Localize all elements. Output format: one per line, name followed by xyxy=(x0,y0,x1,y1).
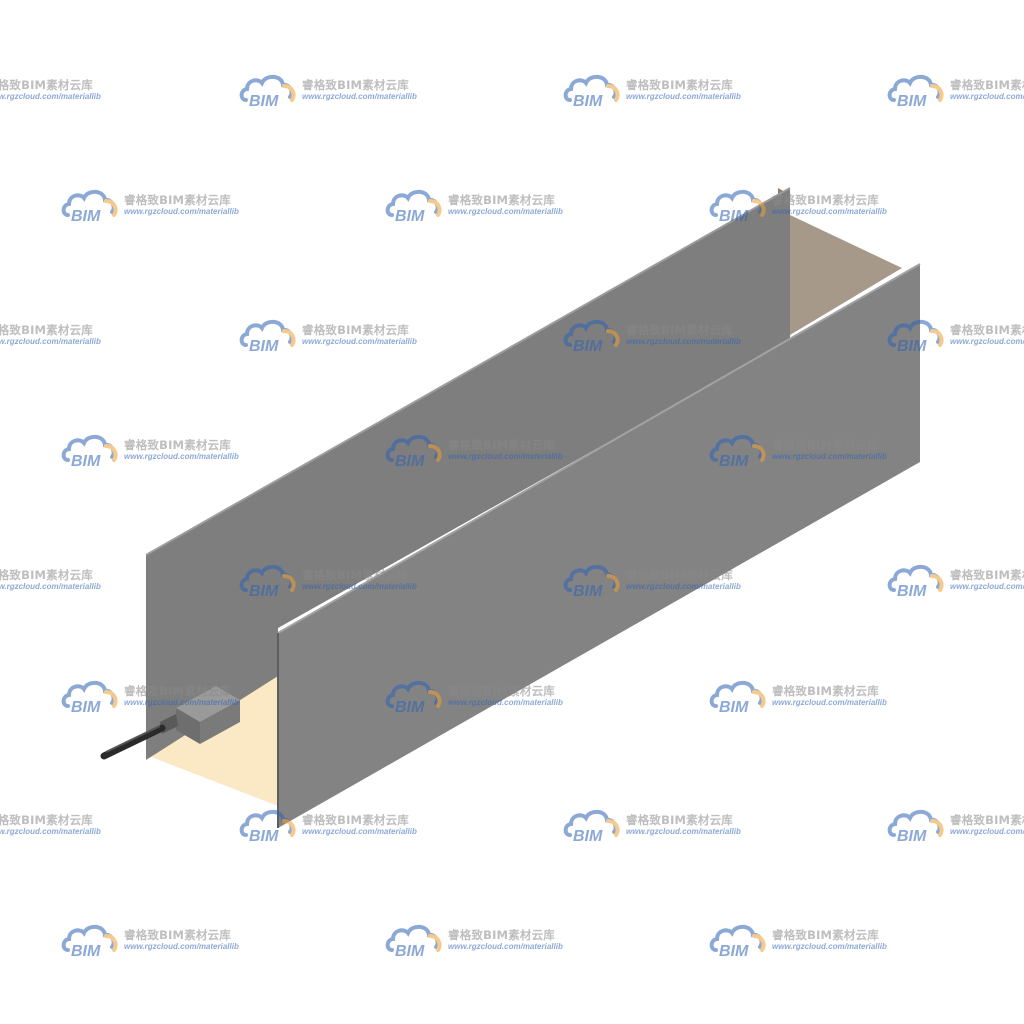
sensor-cable-highlight xyxy=(105,725,161,753)
sensor-cable xyxy=(100,724,166,760)
front-wall-top-edge xyxy=(277,263,921,634)
sensor-front xyxy=(176,708,200,744)
channel-interior-far xyxy=(778,215,902,340)
sensor-side xyxy=(200,700,240,744)
back-wall-top-edge xyxy=(145,187,791,556)
channel-back-wall xyxy=(146,188,790,760)
channel-interior-near xyxy=(146,676,278,806)
sensor-unit xyxy=(100,686,240,760)
sensor-top xyxy=(176,686,240,722)
